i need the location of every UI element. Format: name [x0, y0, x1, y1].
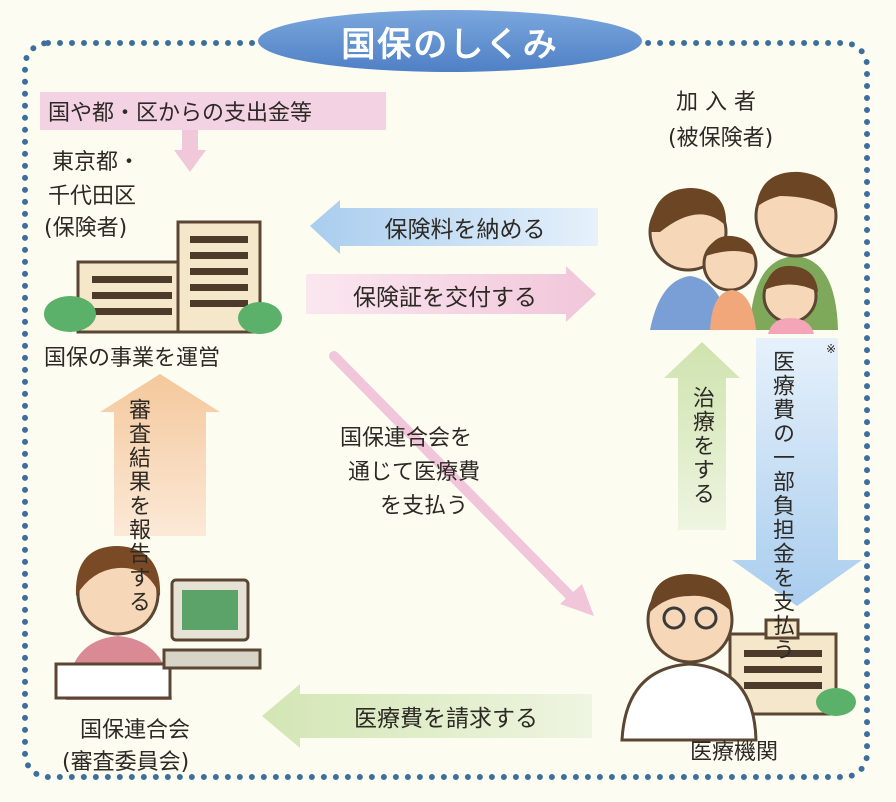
- insured-line-1: 加 入 者: [676, 90, 756, 115]
- report-results-arrow: [100, 374, 220, 536]
- federation-line-2: (審査委員会): [62, 750, 190, 775]
- via-federation-line-1: 国保連合会を: [340, 426, 473, 451]
- treatment-arrow: [664, 342, 740, 530]
- report-results-label: 審査結果を報告する: [125, 398, 150, 614]
- federation-worker-icon: [54, 546, 262, 700]
- city-hall-building-icon: [44, 220, 282, 334]
- claim-arrow: [262, 684, 592, 748]
- claim-label: 医療費を請求する: [354, 706, 538, 732]
- pay-premium-arrow: [310, 200, 598, 254]
- funding-label: 国や都・区からの支出金等: [40, 92, 386, 130]
- insurer-line-2: 千代田区: [48, 184, 137, 209]
- medical-caption: 医療機関: [690, 740, 779, 765]
- treatment-label: 治療をする: [689, 386, 714, 506]
- via-federation-line-2: 通じて医療費: [348, 460, 481, 485]
- copay-note-mark: ※: [826, 342, 837, 356]
- pay-premium-label: 保険料を納める: [384, 217, 546, 243]
- insurer-line-1: 東京都・: [52, 150, 141, 175]
- copay-label: 医療費の一部負担金を支払う: [769, 350, 794, 662]
- insurer-line-3: (保険者): [44, 216, 128, 241]
- funding-arrow: [174, 130, 206, 172]
- page-title: 国保のしくみ: [258, 10, 642, 72]
- via-federation-line-3: を支払う: [380, 494, 469, 519]
- copay-arrow: [732, 338, 862, 606]
- insured-line-2: (被保険者): [668, 126, 774, 151]
- diagonal-payment-arrow: [329, 351, 594, 616]
- federation-line-1: 国保連合会: [80, 718, 191, 743]
- issue-card-arrow: [306, 266, 596, 322]
- doctor-hospital-icon: [620, 574, 856, 742]
- insurer-caption: 国保の事業を運営: [44, 346, 221, 371]
- issue-card-label: 保険証を交付する: [353, 285, 537, 311]
- family-insured-icon: [648, 171, 838, 334]
